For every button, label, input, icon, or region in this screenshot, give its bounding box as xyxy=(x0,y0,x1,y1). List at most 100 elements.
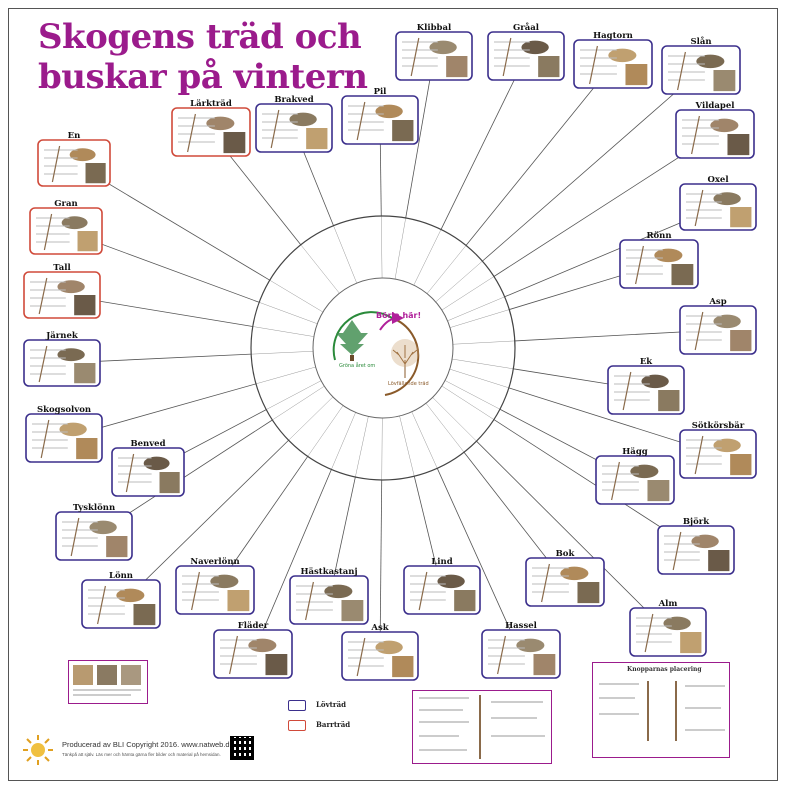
tree-name-label: Vildapel xyxy=(695,101,736,111)
bud-photo xyxy=(59,422,87,437)
bud-photo xyxy=(696,54,725,69)
bud-photo xyxy=(710,118,739,133)
key-spoke xyxy=(272,385,325,421)
bud-photo xyxy=(143,456,170,471)
twig-sketch xyxy=(40,419,50,459)
tree-name-label: Klibbal xyxy=(417,23,452,33)
key-spoke xyxy=(432,397,477,442)
key-spoke xyxy=(441,385,495,420)
qr-code-icon[interactable] xyxy=(230,736,254,760)
tree-name-label: Tysklönn xyxy=(73,502,115,513)
tree-name-label: Bok xyxy=(556,549,576,559)
key-spoke xyxy=(449,368,509,389)
twig-sketch xyxy=(694,435,704,475)
tree-name-label: Ask xyxy=(370,623,389,633)
deciduous-tree-icon xyxy=(391,339,419,378)
inner-ring xyxy=(312,277,454,419)
twig-sketch xyxy=(229,635,238,675)
tree-name-label: Gråal xyxy=(513,21,540,33)
bud-photo xyxy=(516,638,545,653)
key-spoke xyxy=(399,415,415,477)
tree-card: Björk xyxy=(657,516,735,575)
bark-photo xyxy=(223,132,246,154)
tree-name-label: Lönn xyxy=(109,570,133,581)
branch-line xyxy=(482,69,702,262)
tree-card: Järnek xyxy=(23,330,101,387)
tree-cards: EnGranTallJärnekSkogsolvonBenvedTysklönn… xyxy=(23,21,757,681)
tree-card: Lärkträd xyxy=(171,98,251,157)
tree-card: Naverlönn xyxy=(175,556,255,615)
bark-photo xyxy=(730,207,752,228)
tree-card: En xyxy=(37,131,111,187)
twig-sketch xyxy=(187,113,196,153)
bark-photo xyxy=(392,656,414,678)
bark-photo xyxy=(446,56,468,78)
tree-card: Fläder xyxy=(213,620,293,679)
twig-sketch xyxy=(497,635,506,675)
bud-photo xyxy=(210,574,239,589)
tree-name-label: Skogsolvon xyxy=(37,405,91,415)
bud-photo xyxy=(654,248,683,263)
bark-photo xyxy=(680,632,702,654)
poster-title-line-1: Skogens träd och xyxy=(38,17,362,57)
tree-name-label: Järnek xyxy=(45,330,79,341)
tree-card: Ask xyxy=(341,623,419,681)
tree-card: Bok xyxy=(525,549,605,607)
bud-photo xyxy=(663,616,691,631)
key-spoke xyxy=(381,216,383,279)
tree-name-label: Brakved xyxy=(274,95,313,105)
bud-photo xyxy=(641,374,669,389)
twig-sketch xyxy=(191,571,200,611)
tree-card: Rönn xyxy=(619,230,699,289)
tree-card: Hassel xyxy=(481,621,561,679)
key-spoke xyxy=(444,380,501,410)
tree-card: Hästkastanj xyxy=(289,566,369,625)
tree-card: Lind xyxy=(403,557,481,615)
bark-photo xyxy=(713,70,736,92)
bark-panel xyxy=(68,660,148,704)
branch-line xyxy=(379,479,383,657)
poster-frame xyxy=(8,8,778,781)
key-spoke xyxy=(255,366,316,385)
branch-line xyxy=(436,468,522,655)
tree-name-label: Lärkträd xyxy=(190,98,232,109)
key-spoke xyxy=(452,340,515,345)
twig-sketch xyxy=(672,531,682,571)
tree-name-label: Hästkastanj xyxy=(300,566,357,577)
tree-card: Asp xyxy=(679,297,757,355)
tree-name-label: Fläder xyxy=(238,620,269,631)
tree-card: Pil xyxy=(341,87,419,145)
legend-conifer-label: Barrträd xyxy=(316,720,351,729)
bud-placement-title: Knopparnas placering xyxy=(627,666,702,673)
legend-conifer-swatch xyxy=(288,720,306,731)
key-spoke xyxy=(452,358,514,370)
bark-photo xyxy=(625,64,648,86)
tree-name-label: Rönn xyxy=(646,230,671,241)
copyright-text: Producerad av BLI Copyright 2016. www.na… xyxy=(62,740,234,749)
twig-sketch xyxy=(356,637,366,677)
bark-photo xyxy=(85,163,106,184)
tree-card: Alm xyxy=(629,599,707,657)
tree-name-label: Naverlönn xyxy=(190,556,239,567)
key-spoke xyxy=(307,405,344,457)
bark-photo xyxy=(76,438,98,460)
conifer-tree-icon xyxy=(336,320,368,355)
conifer-group-label: Gröna året om xyxy=(339,362,375,369)
twig-sketch xyxy=(125,453,135,493)
start-label: Börja här! xyxy=(376,311,421,320)
bud-photo xyxy=(375,640,403,655)
key-spoke xyxy=(266,380,322,410)
key-spoke xyxy=(447,296,505,322)
tree-name-label: Asp xyxy=(708,297,726,307)
bud-photo xyxy=(437,574,465,589)
key-spoke xyxy=(333,225,357,284)
legend-deciduous-label: Lövträd xyxy=(316,700,347,709)
legend-deciduous-swatch xyxy=(288,700,306,711)
bud-photo xyxy=(116,588,145,603)
bud-photo xyxy=(691,534,719,549)
tree-name-label: Slån xyxy=(690,35,711,47)
bark-photo xyxy=(671,264,694,286)
tree-name-label: Oxel xyxy=(707,175,729,185)
bark-photo xyxy=(133,604,156,626)
